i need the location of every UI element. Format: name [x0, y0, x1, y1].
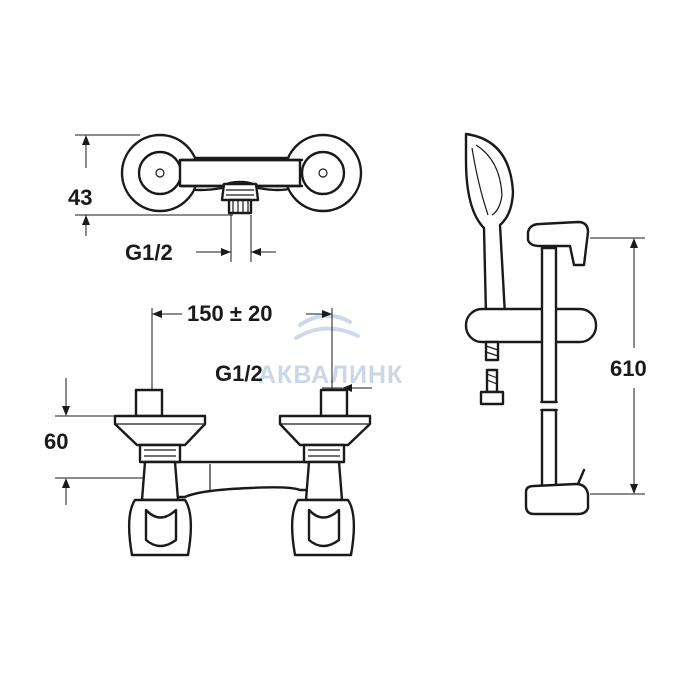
front-view [55, 308, 372, 557]
watermark: АКВАЛИНК [258, 313, 403, 389]
watermark-text: АКВАЛИНК [258, 361, 403, 389]
dimension-front-height: 60 [44, 429, 68, 454]
dimension-top-thread: G1/2 [125, 240, 173, 265]
hand-shower [464, 132, 515, 317]
left-inlet [134, 388, 164, 418]
dimension-top-height: 43 [68, 185, 92, 210]
right-eccentric [278, 414, 372, 447]
outlet-nut [220, 182, 260, 202]
top-view [75, 133, 363, 262]
top-bracket [526, 220, 590, 267]
dimension-center-distance: 150 ± 20 [187, 301, 272, 326]
dimension-front-thread: G1/2 [215, 361, 263, 386]
shower-rail-set [464, 132, 645, 516]
bottom-bracket [524, 482, 590, 516]
rail-upper [540, 246, 558, 404]
dimension-rail-length: 610 [610, 356, 647, 381]
left-eccentric [113, 414, 207, 447]
right-inlet [319, 388, 349, 418]
slider-holder [464, 307, 598, 344]
rail-lower [540, 408, 558, 489]
